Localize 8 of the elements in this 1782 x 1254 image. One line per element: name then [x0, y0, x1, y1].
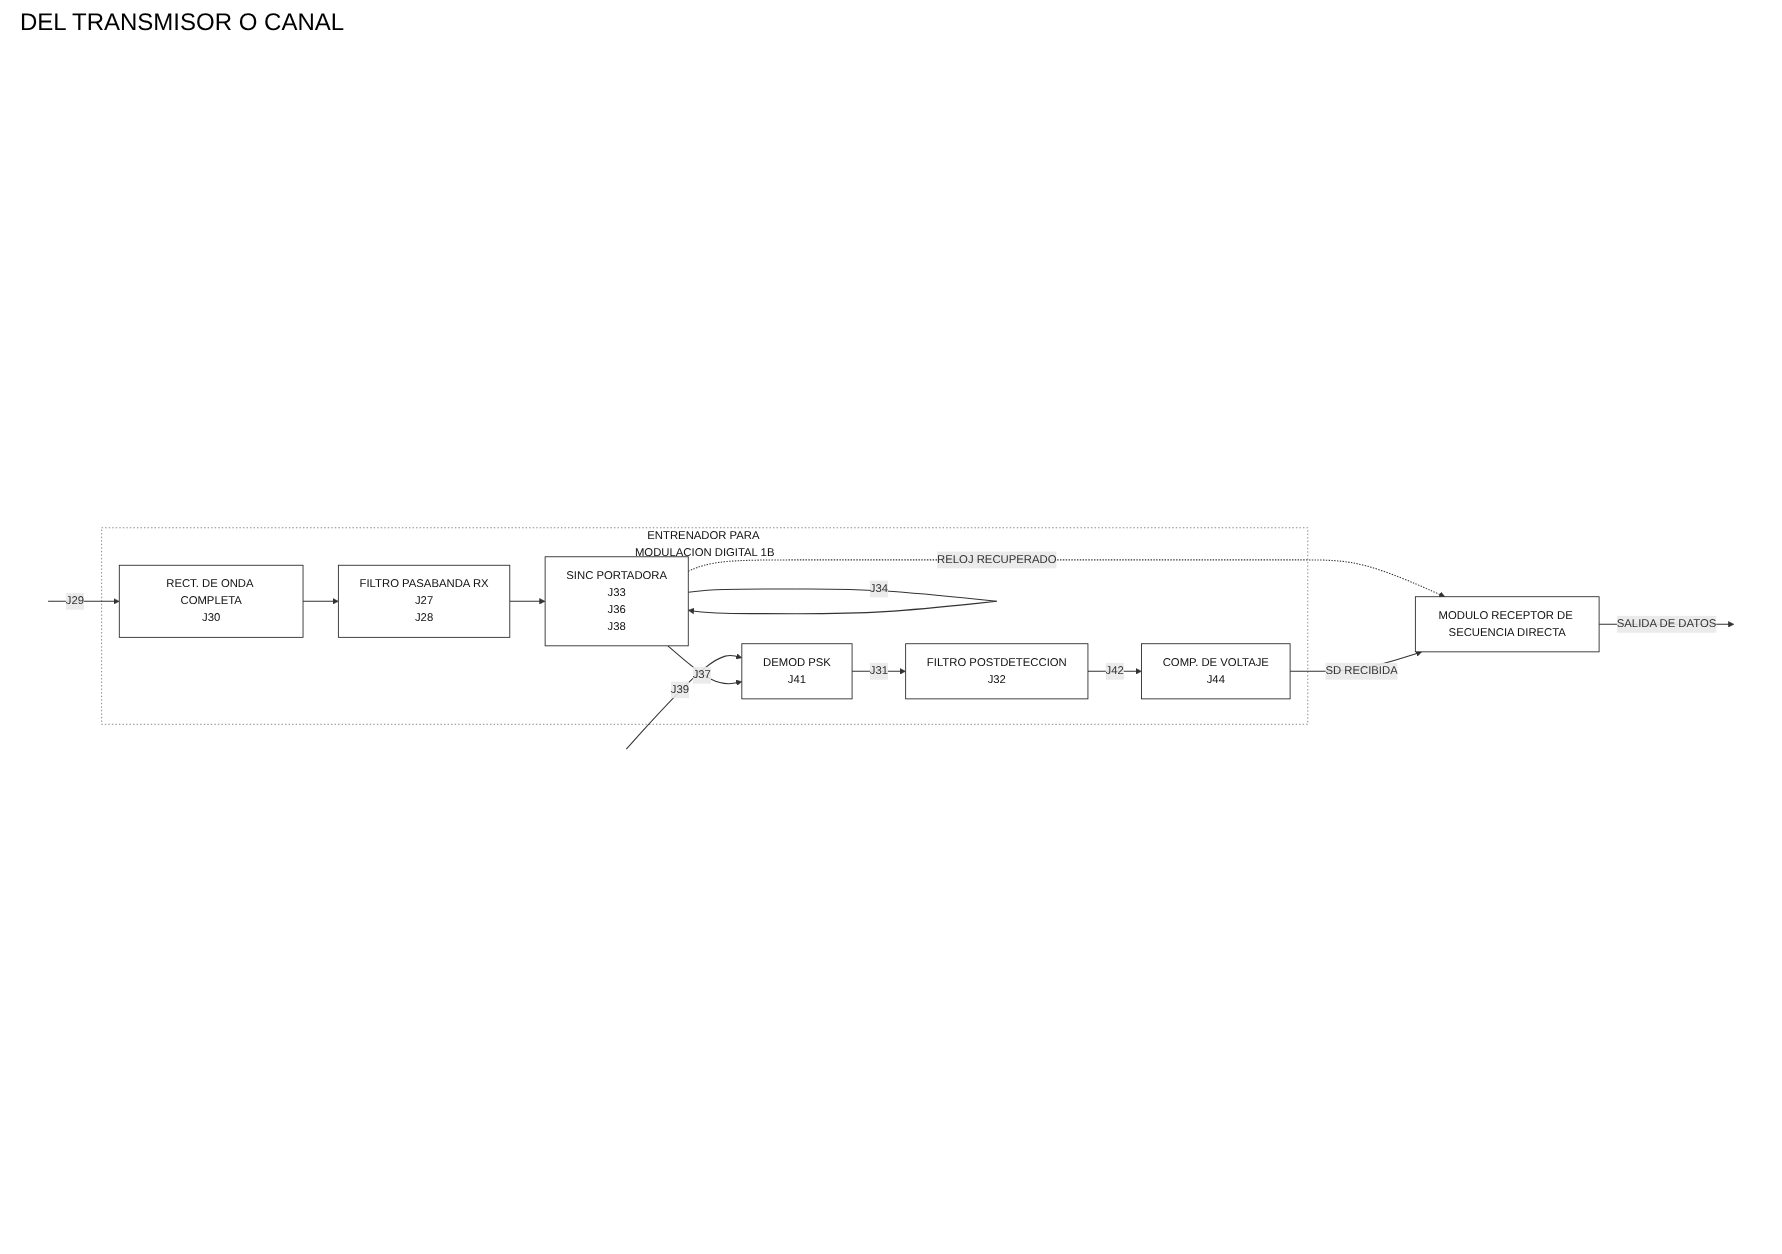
arrow: [687, 559, 1446, 598]
arrow: [47, 598, 120, 605]
arrow: [687, 588, 998, 615]
arrow: [302, 598, 339, 605]
arrow: [509, 598, 546, 605]
input-label: DEL TRANSMISOR O CANAL: [20, 8, 345, 36]
arrow: [625, 653, 743, 750]
arrow: [667, 645, 743, 686]
